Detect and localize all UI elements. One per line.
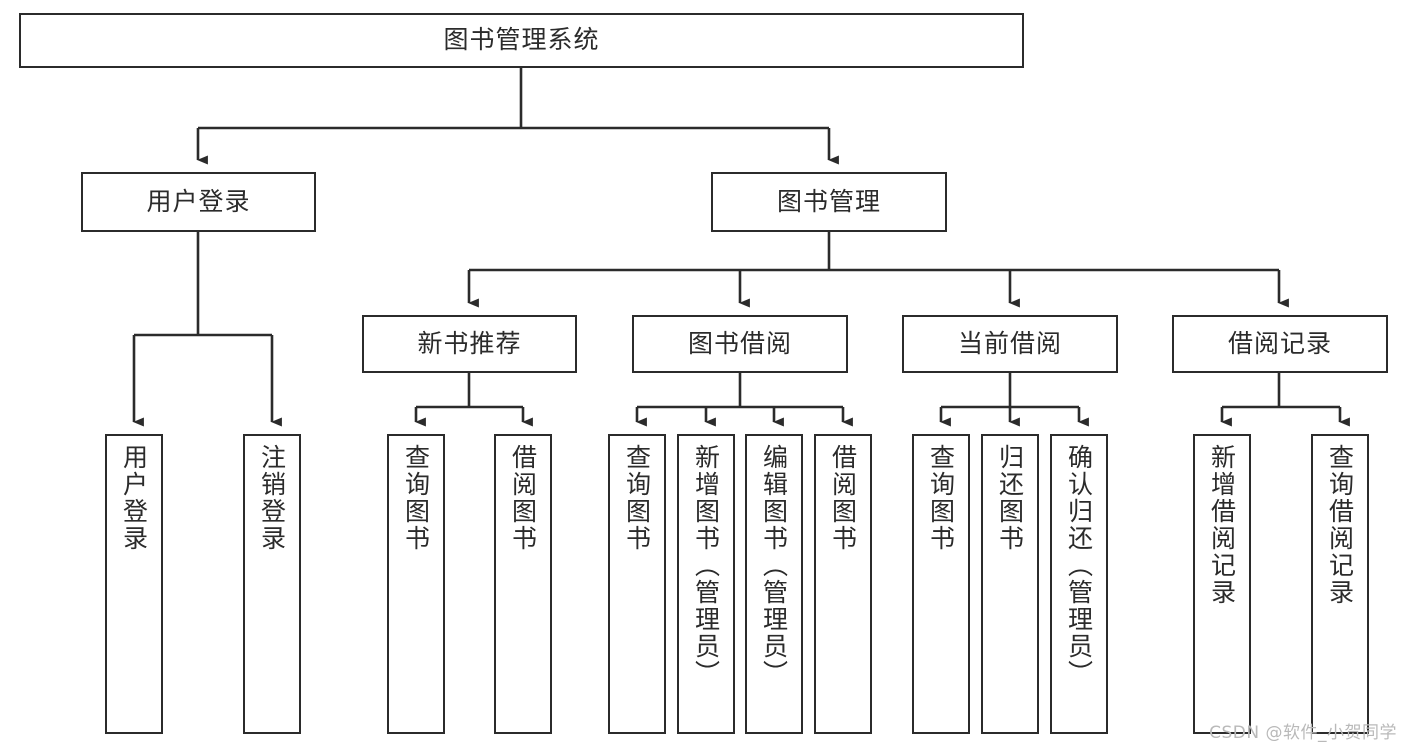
node-leaf-user-logout[interactable]: 注销登录	[243, 434, 301, 734]
node-leaf-query-book-2[interactable]: 查询图书	[608, 434, 666, 734]
node-leaf-query-book-1[interactable]: 查询图书	[387, 434, 445, 734]
node-label: 新书推荐	[417, 328, 522, 358]
node-label: 图书管理系统	[443, 25, 600, 55]
node-label: 借阅图书	[828, 444, 858, 552]
node-label: 查询图书	[622, 444, 652, 552]
node-label: 用户登录	[146, 186, 251, 216]
node-label: 查询图书	[926, 444, 956, 552]
node-label: 借阅图书	[508, 444, 538, 552]
node-label: 用户登录	[119, 444, 149, 552]
node-label: 图书管理	[776, 186, 881, 216]
node-book-management[interactable]: 图书管理	[711, 172, 947, 232]
node-label: 编辑图书（管理员）	[759, 444, 789, 687]
node-label: 归还图书	[995, 444, 1025, 552]
node-leaf-return-book[interactable]: 归还图书	[981, 434, 1039, 734]
node-leaf-query-record[interactable]: 查询借阅记录	[1311, 434, 1369, 734]
node-leaf-add-record[interactable]: 新增借阅记录	[1193, 434, 1251, 734]
node-root-book-management-system[interactable]: 图书管理系统	[19, 13, 1024, 68]
node-leaf-borrow-book-2[interactable]: 借阅图书	[814, 434, 872, 734]
node-label: 借阅记录	[1227, 328, 1332, 358]
node-label: 图书借阅	[687, 328, 792, 358]
node-book-borrow[interactable]: 图书借阅	[632, 315, 848, 373]
node-label: 查询借阅记录	[1325, 444, 1355, 606]
node-leaf-edit-book[interactable]: 编辑图书（管理员）	[745, 434, 803, 734]
watermark-text: CSDN @软件_小贺同学	[1209, 723, 1397, 743]
node-label: 注销登录	[257, 444, 287, 552]
node-label: 新增图书（管理员）	[691, 444, 721, 687]
node-leaf-borrow-book-1[interactable]: 借阅图书	[494, 434, 552, 734]
node-label: 确认归还（管理员）	[1064, 444, 1094, 687]
node-current-borrow[interactable]: 当前借阅	[902, 315, 1118, 373]
node-label: 当前借阅	[957, 328, 1062, 358]
node-leaf-user-login[interactable]: 用户登录	[105, 434, 163, 734]
node-borrow-record[interactable]: 借阅记录	[1172, 315, 1388, 373]
node-leaf-add-book[interactable]: 新增图书（管理员）	[677, 434, 735, 734]
node-label: 新增借阅记录	[1207, 444, 1237, 606]
node-user-login[interactable]: 用户登录	[81, 172, 316, 232]
node-leaf-confirm-return[interactable]: 确认归还（管理员）	[1050, 434, 1108, 734]
node-label: 查询图书	[401, 444, 431, 552]
node-leaf-query-book-3[interactable]: 查询图书	[912, 434, 970, 734]
node-new-book-recommend[interactable]: 新书推荐	[362, 315, 577, 373]
